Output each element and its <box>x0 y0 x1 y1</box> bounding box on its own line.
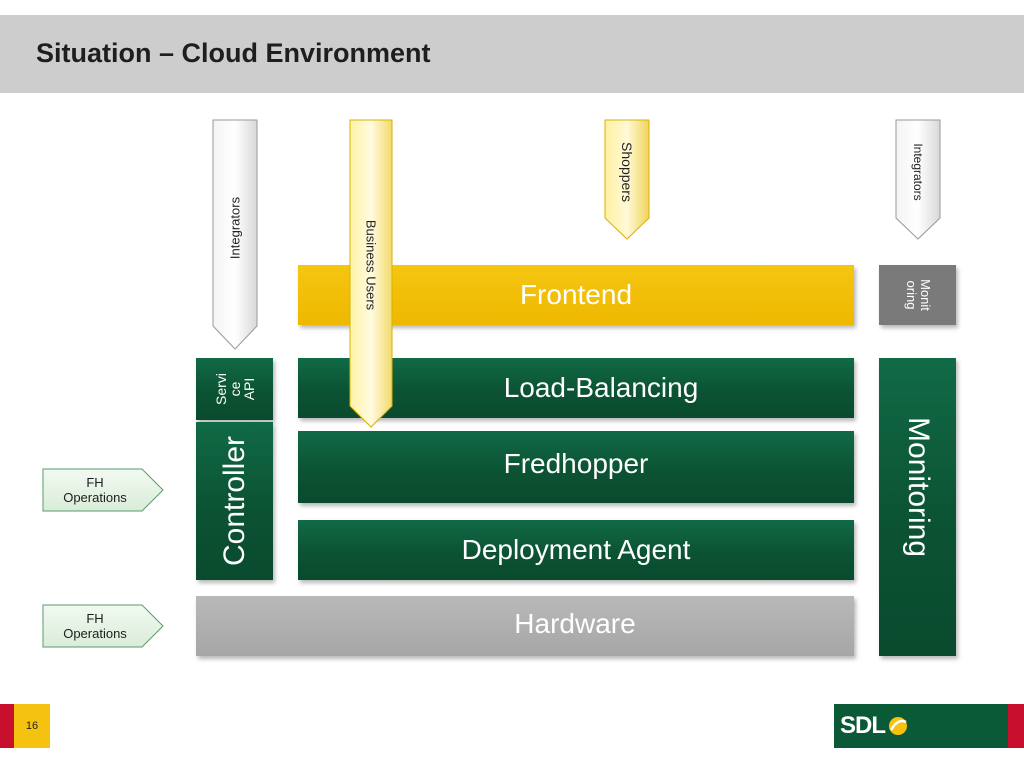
footer-brand-bar <box>834 704 1008 748</box>
page-number: 16 <box>14 704 50 748</box>
frontend-label: Frontend <box>519 279 633 310</box>
sdl-logo: SDL <box>840 712 909 740</box>
business-users-arrow: Business Users <box>349 119 393 428</box>
monitoring-label: Monitoring <box>901 416 935 558</box>
logo-mark-icon <box>889 717 907 735</box>
shoppers-label: Shoppers <box>619 142 635 202</box>
monitoring-small-block: Monit oring <box>879 265 956 325</box>
integrators-right-arrow: Integrators <box>895 119 941 240</box>
footer-red-bar-left <box>0 704 14 748</box>
load-balancing-label: Load-Balancing <box>503 372 699 403</box>
title-bar <box>0 15 1024 93</box>
fh-operations-arrow-2: FH Operations <box>42 604 164 648</box>
service-api-label: Servi ce API <box>212 373 257 405</box>
fh-operations-label-2: FH Operations <box>63 611 127 641</box>
service-api-block: Servi ce API <box>196 358 273 420</box>
arrow-down-icon <box>212 119 258 350</box>
integrators-left-label: Integrators <box>227 196 243 260</box>
integrators-left-arrow: Integrators <box>212 119 258 350</box>
controller-label: Controller <box>217 435 251 567</box>
integrators-right-label: Integrators <box>911 143 925 201</box>
hardware-label: Hardware <box>514 608 636 639</box>
shoppers-arrow: Shoppers <box>604 119 650 240</box>
slide-title: Situation – Cloud Environment <box>36 38 431 68</box>
deployment-agent-label: Deployment Agent <box>461 534 691 565</box>
arrow-right-icon <box>42 468 164 512</box>
fh-operations-label-1: FH Operations <box>63 475 127 505</box>
arrow-down-icon <box>604 119 650 240</box>
arrow-down-icon <box>349 119 393 428</box>
fredhopper-layer: Fredhopper <box>298 431 854 503</box>
hardware-layer: Hardware <box>196 596 854 656</box>
business-users-label: Business Users <box>363 219 379 311</box>
logo-text: SDL <box>840 712 886 739</box>
arrow-down-icon <box>895 119 941 240</box>
fredhopper-label: Fredhopper <box>503 448 649 479</box>
footer-red-bar-right <box>1008 704 1024 748</box>
controller-block: Controller <box>196 422 273 580</box>
monitoring-block: Monitoring <box>879 358 956 656</box>
monitoring-small-label: Monit oring <box>903 279 933 311</box>
fh-operations-arrow-1: FH Operations <box>42 468 164 512</box>
deployment-agent-layer: Deployment Agent <box>298 520 854 580</box>
arrow-right-icon <box>42 604 164 648</box>
